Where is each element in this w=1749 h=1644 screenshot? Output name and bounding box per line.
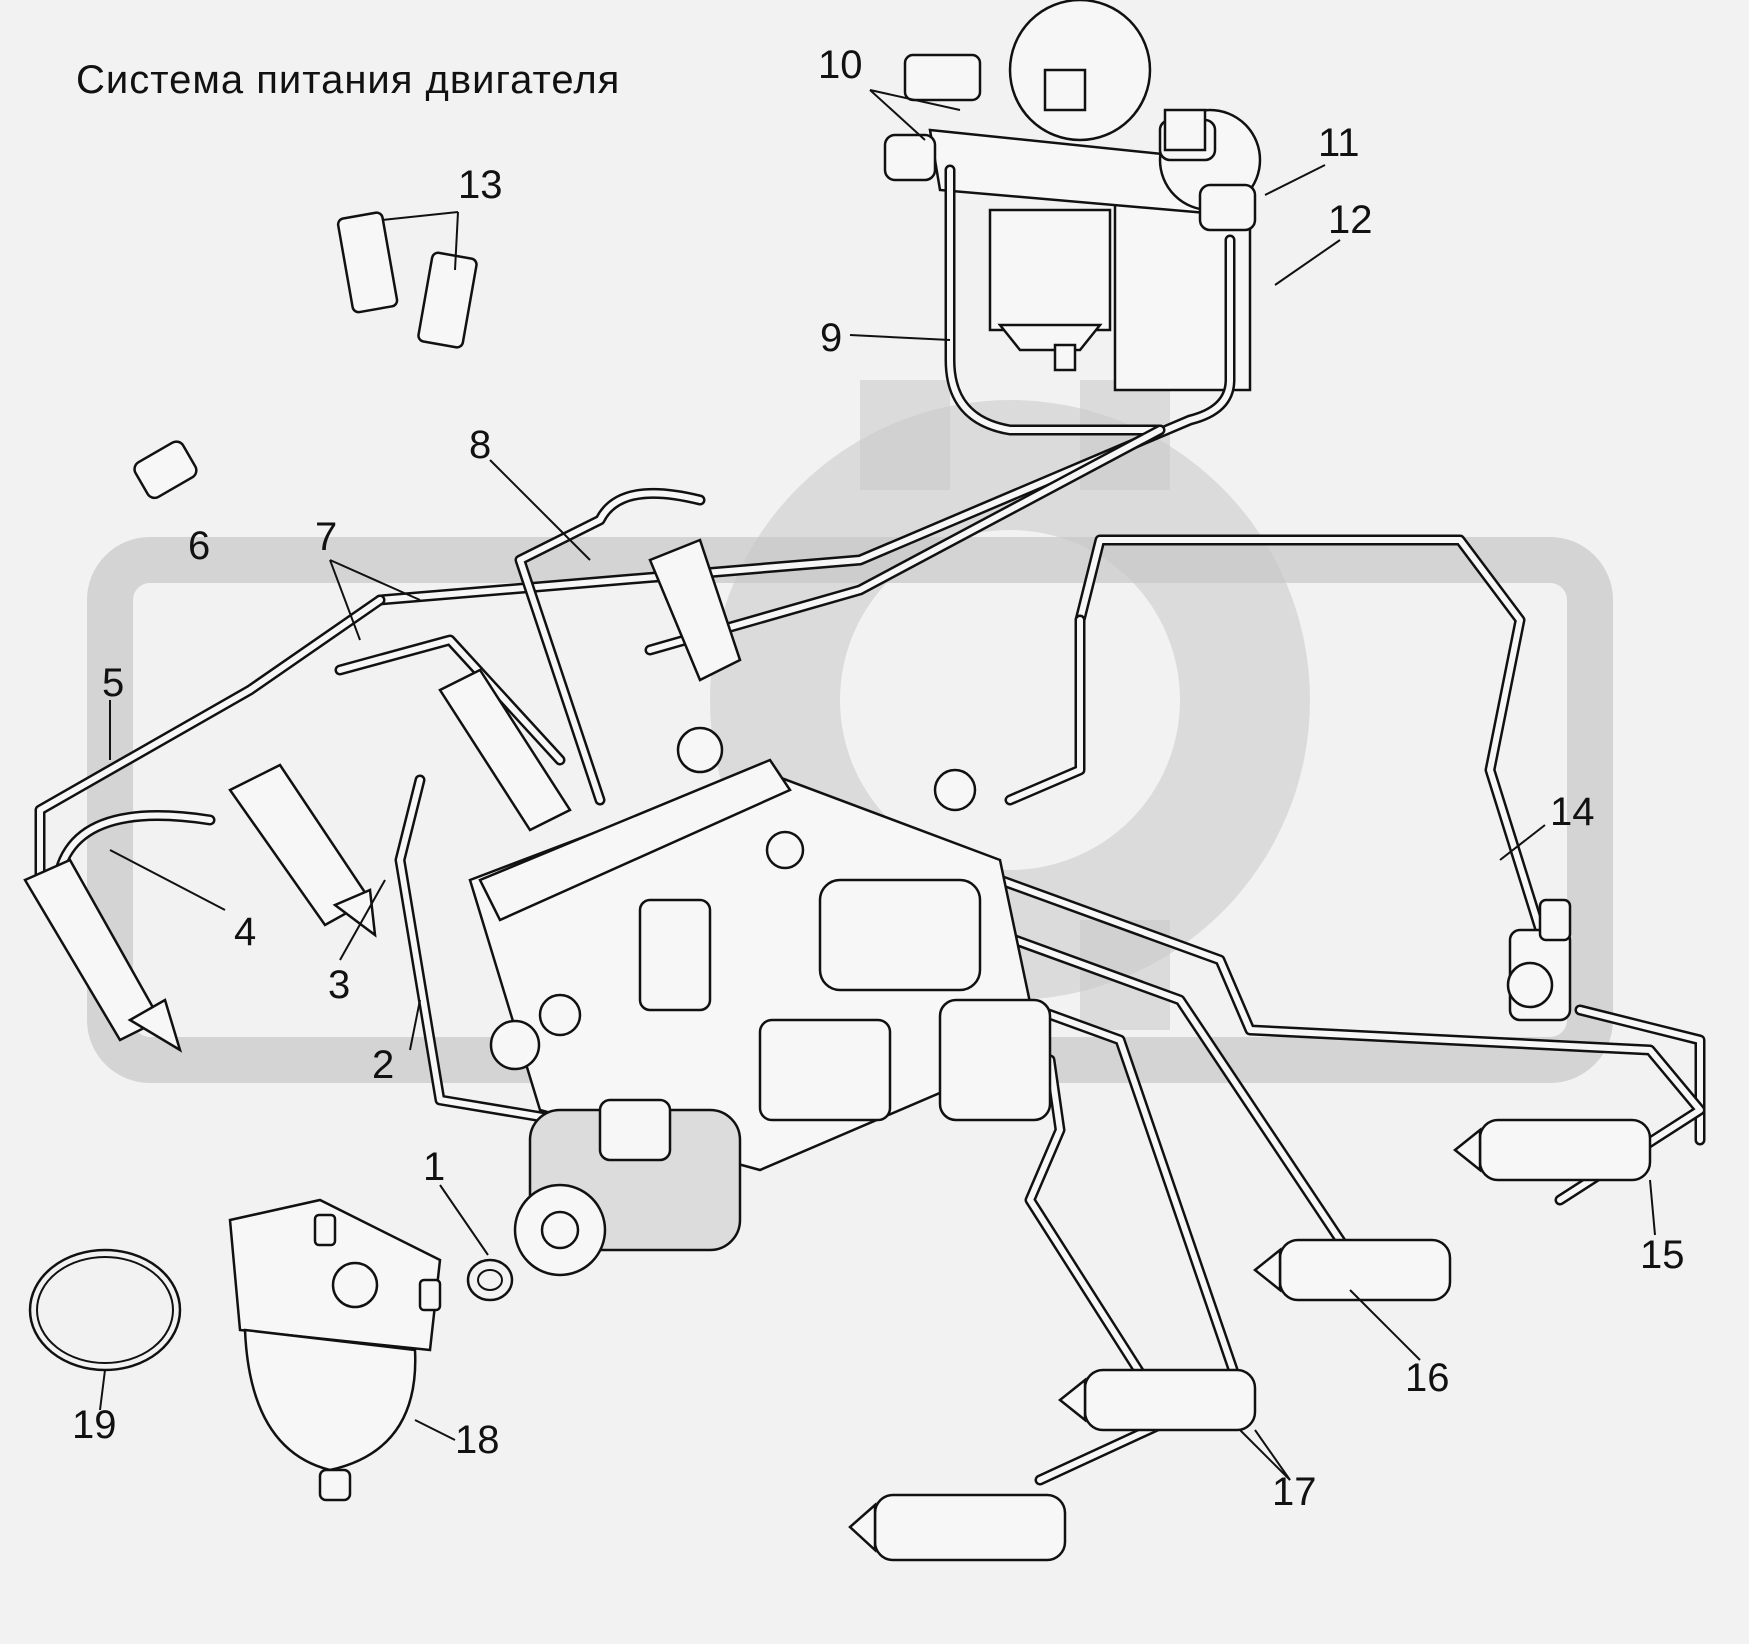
- callout-11: 11: [1318, 121, 1360, 165]
- callout-6: 6: [188, 524, 211, 568]
- callout-3: 3: [328, 963, 351, 1007]
- callout-5: 5: [102, 661, 125, 705]
- fuel-lines: [34, 164, 1706, 1486]
- callout-7: 7: [315, 515, 338, 559]
- tee-fitting: [1506, 898, 1572, 1022]
- callout-15: 15: [1640, 1233, 1685, 1277]
- callout-1: 1: [423, 1145, 446, 1189]
- diagram-title: Система питания двигателя: [76, 58, 621, 102]
- callout-18: 18: [455, 1418, 500, 1462]
- sealing-washer: [466, 1258, 514, 1302]
- injectors-right: [848, 1118, 1652, 1562]
- pipe-clamp: [133, 440, 198, 500]
- callout-17: 17: [1272, 1470, 1317, 1514]
- callout-9: 9: [820, 316, 843, 360]
- callout-2: 2: [372, 1043, 395, 1087]
- callout-19: 19: [72, 1403, 117, 1447]
- callout-14: 14: [1550, 790, 1595, 834]
- injectors-left: [23, 538, 742, 1053]
- fine-fuel-filter: [883, 0, 1262, 392]
- o-ring-seal: [28, 1248, 182, 1372]
- callout-8: 8: [469, 423, 492, 467]
- callout-4: 4: [234, 910, 257, 954]
- callout-10: 10: [818, 43, 863, 87]
- clamp-pair: [336, 211, 478, 349]
- injection-pump: [468, 726, 1052, 1277]
- callout-16: 16: [1405, 1356, 1450, 1400]
- leader-lines: [99, 89, 1656, 1481]
- callout-12: 12: [1328, 198, 1373, 242]
- coarse-filter: [228, 1198, 442, 1502]
- callout-13: 13: [458, 163, 503, 207]
